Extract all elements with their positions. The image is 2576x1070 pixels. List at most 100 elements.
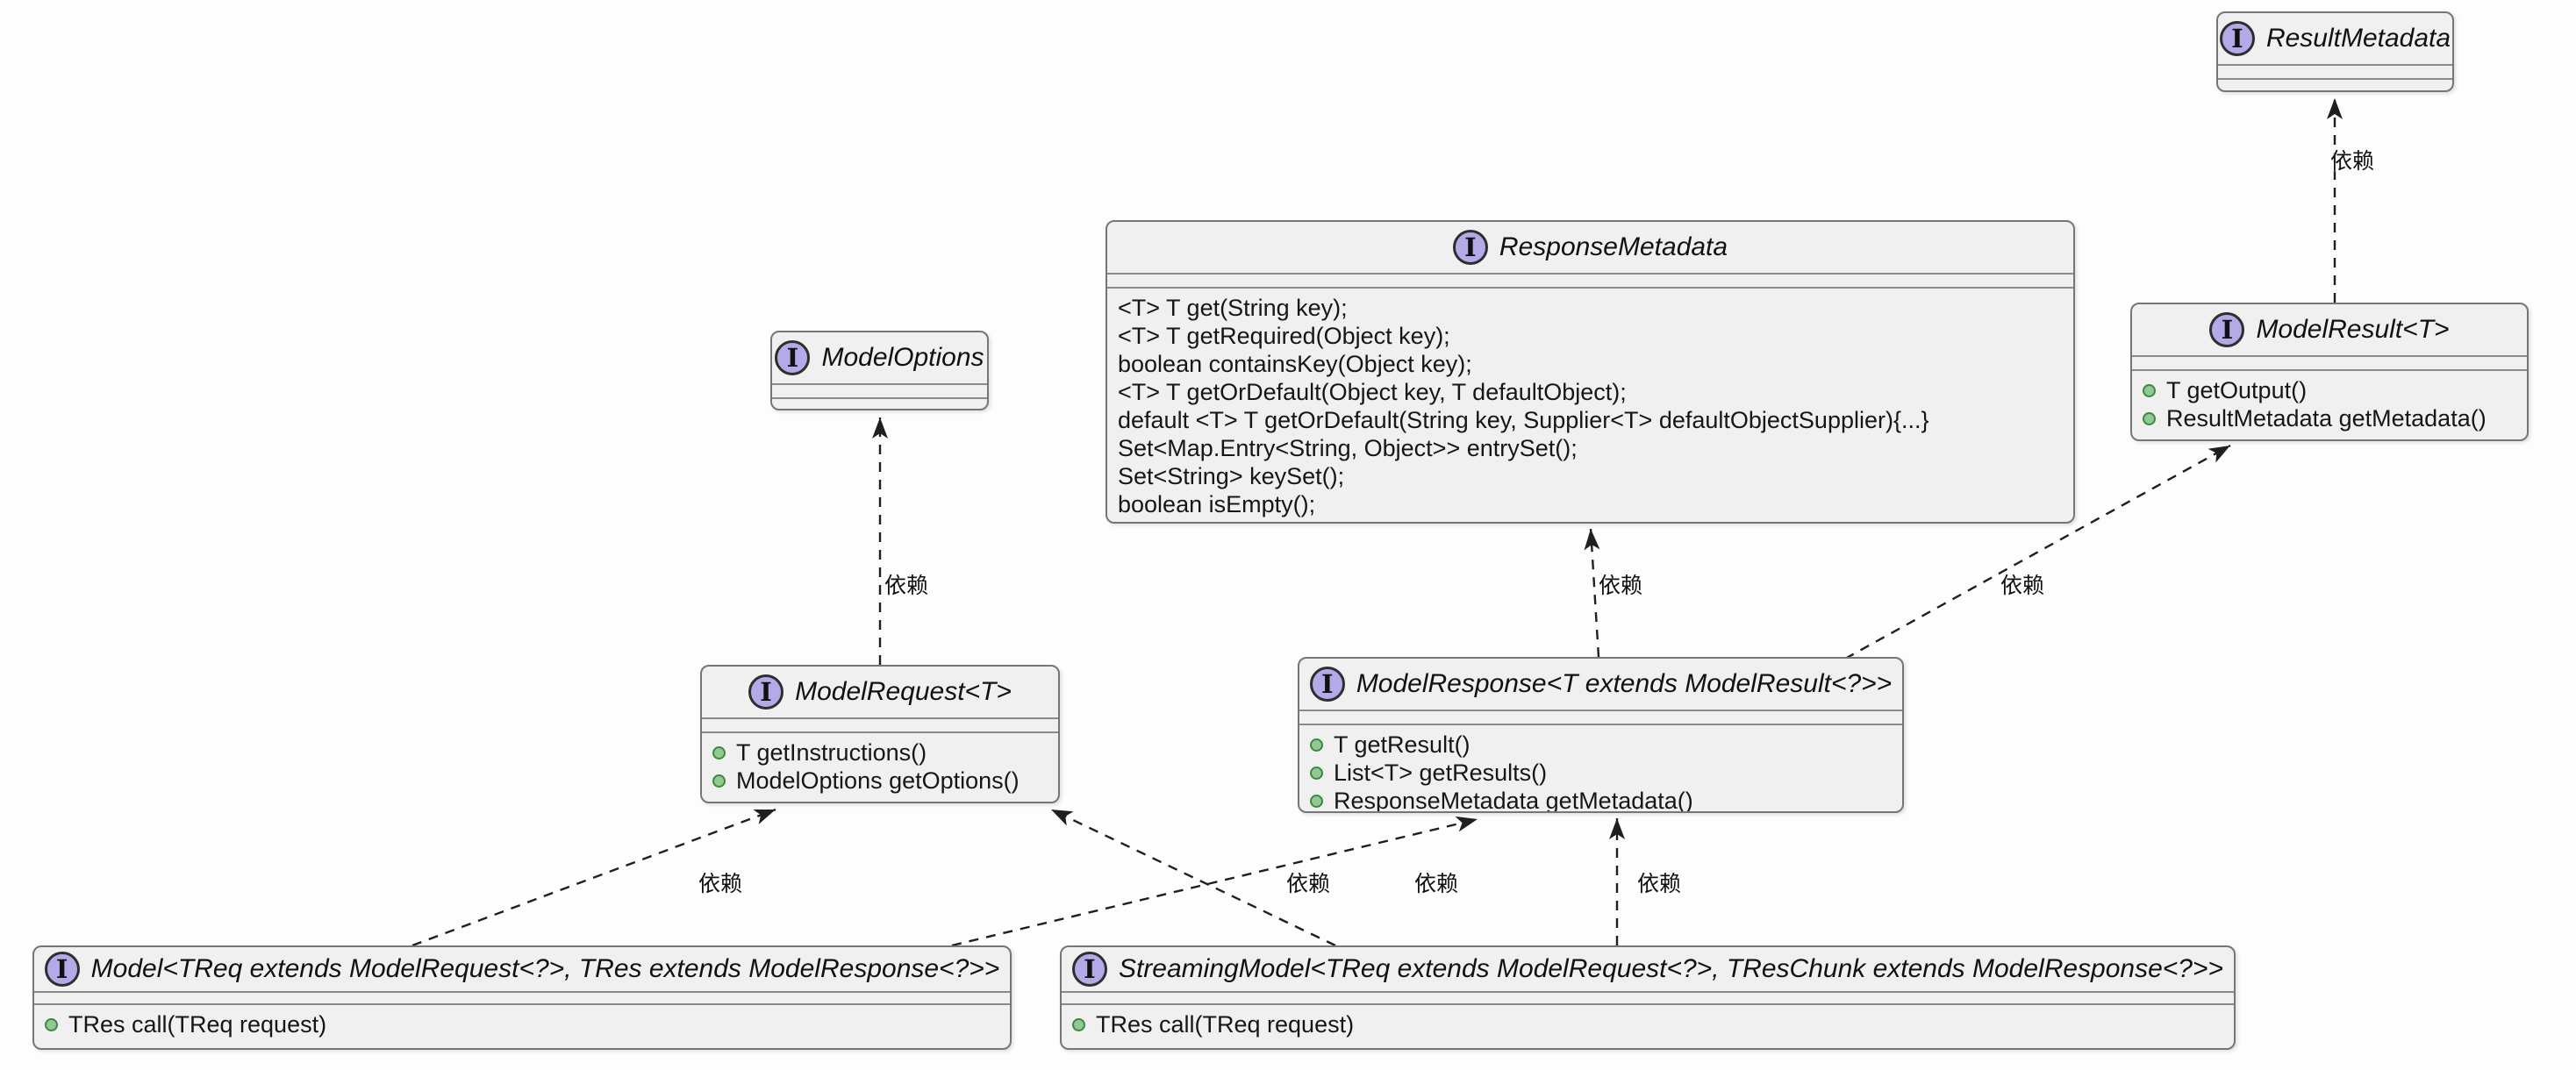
dependency-arrow-modelresponse-to-responsemetadata — [1584, 528, 1600, 658]
method-item: ResponseMetadata getMetadata() — [1310, 787, 1892, 811]
fields-compartment — [34, 993, 1010, 1003]
interface-icon: I — [1452, 230, 1488, 265]
compartment-divider — [1299, 724, 1902, 725]
interface-node-model-response: I ModelResponse<T extends ModelResult<?>… — [1298, 657, 1904, 813]
methods-compartment: TRes call(TReq request) — [34, 1005, 1010, 1048]
compartment-divider — [1062, 1003, 2234, 1005]
interface-node-result-metadata: I ResultMetadata — [2216, 11, 2454, 92]
interface-node-response-metadata: I ResponseMetadata <T> T get(String key)… — [1106, 220, 2075, 524]
method-item: <T> T get(String key); — [1118, 294, 1348, 321]
interface-icon: I — [2219, 21, 2255, 56]
title-compartment: I ResponseMetadata — [1107, 222, 2073, 273]
method-item: ResultMetadata getMetadata() — [2143, 404, 2516, 432]
methods-compartment: TRes call(TReq request) — [1062, 1005, 2234, 1048]
interface-icon: I — [1071, 952, 1107, 987]
method-item: T getResult() — [1310, 731, 1892, 759]
dependency-label: 依赖 — [1286, 872, 1331, 896]
method-item: boolean containsKey(Object key); — [1118, 350, 1472, 377]
public-method-icon — [2143, 411, 2156, 425]
public-method-icon — [1310, 738, 1323, 752]
method-item: <T> T getOrDefault(Object key, T default… — [1118, 378, 1627, 405]
method-item: TRes call(TReq request) — [45, 1010, 999, 1038]
dependency-label: 依赖 — [1599, 574, 1643, 598]
dependency-label: 依赖 — [884, 574, 929, 598]
dependency-label: 依赖 — [2330, 149, 2375, 174]
compartment-divider — [2218, 78, 2452, 80]
interface-node-streaming-model: I StreamingModel<TReq extends ModelReque… — [1060, 945, 2236, 1050]
title-compartment: I ModelRequest<T> — [702, 667, 1058, 717]
interface-node-model-result: I ModelResult<T> T getOutput()ResultMeta… — [2130, 303, 2529, 441]
interface-title: ResultMetadata — [2265, 24, 2451, 53]
method-item: default <T> T getOrDefault(String key, S… — [1118, 406, 1929, 433]
fields-compartment — [702, 719, 1058, 731]
fields-compartment — [2132, 357, 2527, 369]
interface-node-model-request: I ModelRequest<T> T getInstructions()Mod… — [700, 665, 1060, 803]
interface-icon: I — [1309, 667, 1345, 702]
fields-compartment — [1107, 275, 2073, 287]
interface-title: ResponseMetadata — [1499, 232, 1728, 261]
compartment-divider — [772, 397, 987, 399]
title-compartment: I ResultMetadata — [2218, 13, 2452, 64]
compartment-divider — [2132, 369, 2527, 371]
public-method-icon — [712, 745, 726, 760]
method-item: ModelOptions getOptions() — [712, 767, 1048, 795]
method-item: T getOutput() — [2143, 376, 2516, 404]
interface-icon: I — [44, 952, 80, 987]
methods-compartment: T getResult()List<T> getResults()Respons… — [1299, 725, 1902, 811]
interface-title: ModelOptions — [821, 343, 984, 372]
fields-compartment — [772, 385, 987, 397]
compartment-divider — [702, 717, 1058, 719]
methods-compartment: <T> T get(String key);<T> T getRequired(… — [1107, 289, 2073, 522]
compartment-divider — [1107, 273, 2073, 275]
methods-compartment: T getOutput()ResultMetadata getMetadata(… — [2132, 371, 2527, 439]
method-item: TRes call(TReq request) — [1072, 1010, 2223, 1038]
interface-node-model: I Model<TReq extends ModelRequest<?>, TR… — [32, 945, 1012, 1050]
dependency-label: 依赖 — [2000, 574, 2045, 598]
title-compartment: I ModelOptions — [772, 332, 987, 383]
title-compartment: I ModelResult<T> — [2132, 304, 2527, 355]
dependency-label: 依赖 — [1414, 872, 1459, 896]
dependency-arrow-model-to-modelrequest — [411, 808, 776, 947]
compartment-divider — [1062, 991, 2234, 993]
compartment-divider — [34, 991, 1010, 993]
compartment-divider — [2218, 64, 2452, 66]
public-method-icon — [712, 774, 726, 788]
methods-compartment — [772, 399, 987, 409]
compartment-divider — [1107, 287, 2073, 289]
method-item: Set<String> keySet(); — [1118, 462, 1345, 489]
compartment-divider — [1299, 710, 1902, 711]
method-item: T getInstructions() — [712, 738, 1048, 767]
method-item: List<T> getResults() — [1310, 759, 1892, 787]
methods-compartment: T getInstructions()ModelOptions getOptio… — [702, 733, 1058, 802]
method-item: boolean isEmpty(); — [1118, 490, 1316, 517]
interface-icon: I — [775, 340, 811, 375]
compartment-divider — [34, 1003, 1010, 1005]
fields-compartment — [1299, 711, 1902, 724]
interface-icon: I — [748, 674, 784, 710]
method-item: Set<Map.Entry<String, Object>> entrySet(… — [1118, 434, 1578, 461]
interface-title: ModelRequest<T> — [795, 677, 1012, 706]
dependency-label: 依赖 — [1637, 872, 1682, 896]
dependency-label: 依赖 — [698, 872, 743, 896]
title-compartment: I StreamingModel<TReq extends ModelReque… — [1062, 947, 2234, 991]
public-method-icon — [2143, 383, 2156, 397]
public-method-icon — [45, 1017, 58, 1031]
fields-compartment — [1062, 993, 2234, 1003]
interface-title: Model<TReq extends ModelRequest<?>, TRes… — [90, 954, 1000, 983]
compartment-divider — [772, 383, 987, 385]
interface-title: StreamingModel<TReq extends ModelRequest… — [1118, 954, 2224, 983]
methods-compartment — [2218, 80, 2452, 90]
public-method-icon — [1310, 794, 1323, 808]
dependency-arrow-modelresponse-to-modelresult — [1844, 444, 2231, 660]
interface-node-model-options: I ModelOptions — [770, 331, 989, 410]
dependency-arrow-model-to-modelresponse — [951, 816, 1478, 947]
compartment-divider — [2132, 355, 2527, 357]
public-method-icon — [1310, 766, 1323, 780]
interface-icon: I — [2209, 312, 2245, 347]
compartment-divider — [702, 731, 1058, 733]
public-method-icon — [1072, 1017, 1085, 1031]
title-compartment: I Model<TReq extends ModelRequest<?>, TR… — [34, 947, 1010, 991]
title-compartment: I ModelResponse<T extends ModelResult<?>… — [1299, 659, 1902, 710]
